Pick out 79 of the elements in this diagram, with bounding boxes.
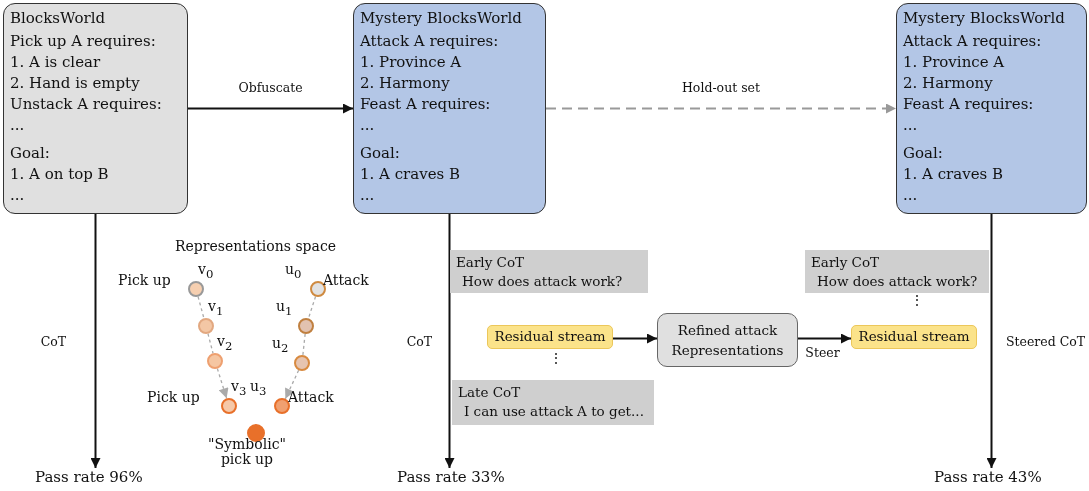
result-text: Pass rate 43% — [934, 468, 1054, 490]
result-text: Pass rate 96% — [35, 468, 155, 490]
connector-line — [197, 296, 205, 319]
connector-line — [302, 333, 306, 356]
text-line: Attack A requires: — [903, 31, 1043, 52]
panel-title: Early CoT — [456, 253, 526, 272]
point-label: Pick up — [147, 389, 200, 405]
text-panel — [896, 3, 1087, 214]
text-line: ... — [360, 185, 376, 206]
text-line: Pick up A requires: — [10, 31, 157, 52]
panel-heading: Representations space — [175, 238, 337, 254]
text-line: How does attack work? — [461, 272, 624, 291]
connector-line — [207, 333, 214, 354]
arrow — [612, 333, 658, 344]
edge-label: Hold-out set — [679, 79, 763, 94]
result-text: Pass rate 33% — [397, 468, 517, 490]
point-label: v$_{2}$ — [217, 333, 233, 353]
point-label: v$_{1}$ — [208, 298, 224, 318]
text-line: Goal: — [903, 143, 944, 164]
text-line: Unstack A requires: — [10, 94, 163, 115]
text-line: 1. Province A — [903, 52, 1006, 73]
highlight-tag: Residual stream — [851, 325, 977, 349]
point-label: "Symbolic" pick up — [207, 437, 287, 467]
text-line: Goal: — [360, 143, 401, 164]
panel-title: BlocksWorld — [10, 8, 107, 29]
panel-title: Mystery BlocksWorld — [360, 8, 523, 29]
text-line: Attack A requires: — [360, 31, 500, 52]
edge-label: CoT — [38, 333, 69, 349]
ellipsis-mark: ⋮ — [549, 350, 563, 366]
text-line: ... — [903, 115, 919, 136]
point-label: u$_{1}$ — [276, 298, 293, 318]
arrow — [986, 213, 997, 469]
panel-title: Mystery BlocksWorld — [903, 8, 1066, 29]
text-panel — [805, 250, 989, 293]
text-line: Feast A requires: — [903, 94, 1035, 115]
arrow — [444, 213, 455, 469]
text-line: ... — [903, 185, 919, 206]
point-label: v$_{3}$ — [231, 378, 247, 398]
point-label: u$_{2}$ — [272, 335, 289, 355]
point-label: u$_{0}$ — [285, 261, 302, 281]
arrow — [797, 333, 852, 344]
text-line: 1. A craves B — [903, 164, 1005, 185]
text-line: 2. Harmony — [360, 73, 451, 94]
text-panel — [452, 380, 654, 425]
text-line: Goal: — [10, 143, 51, 164]
arrow — [216, 368, 229, 399]
point-label: Attack — [323, 272, 369, 288]
text-line: 2. Hand is empty — [10, 73, 141, 94]
point-label: u$_{3}$ — [250, 378, 267, 398]
edge-label: Obfuscate — [236, 79, 305, 94]
point-label: Attack — [288, 389, 334, 405]
text-line: ... — [10, 115, 26, 136]
text-line: I can use attack A to get... — [463, 402, 645, 421]
text-line: ... — [360, 115, 376, 136]
panel-title: Early CoT — [811, 253, 881, 272]
text-line: 1. A craves B — [360, 164, 462, 185]
edge-label: CoT — [404, 333, 435, 349]
highlight-tag: Residual stream — [487, 325, 613, 349]
text-panel — [3, 3, 188, 214]
edge-label: Steer — [803, 344, 842, 359]
text-line: 1. A on top B — [10, 164, 110, 185]
arrow — [284, 369, 300, 400]
text-panel — [353, 3, 546, 214]
text-line: 1. A is clear — [10, 52, 102, 73]
arrow — [90, 213, 101, 469]
text-line: 1. Province A — [360, 52, 463, 73]
text-line: How does attack work? — [816, 272, 979, 291]
panel-title: Late CoT — [458, 383, 522, 402]
point-label: v$_{0}$ — [198, 261, 214, 281]
arrow — [187, 103, 354, 114]
text-line: ... — [10, 185, 26, 206]
connector-line — [307, 295, 317, 320]
process-box: Refined attack Representations — [657, 313, 798, 367]
point-label: Pick up — [118, 272, 171, 288]
ellipsis-mark: ⋮ — [910, 292, 924, 308]
text-line: Feast A requires: — [360, 94, 492, 115]
arrow — [545, 103, 897, 114]
text-line: 2. Harmony — [903, 73, 994, 94]
text-panel — [450, 250, 648, 293]
